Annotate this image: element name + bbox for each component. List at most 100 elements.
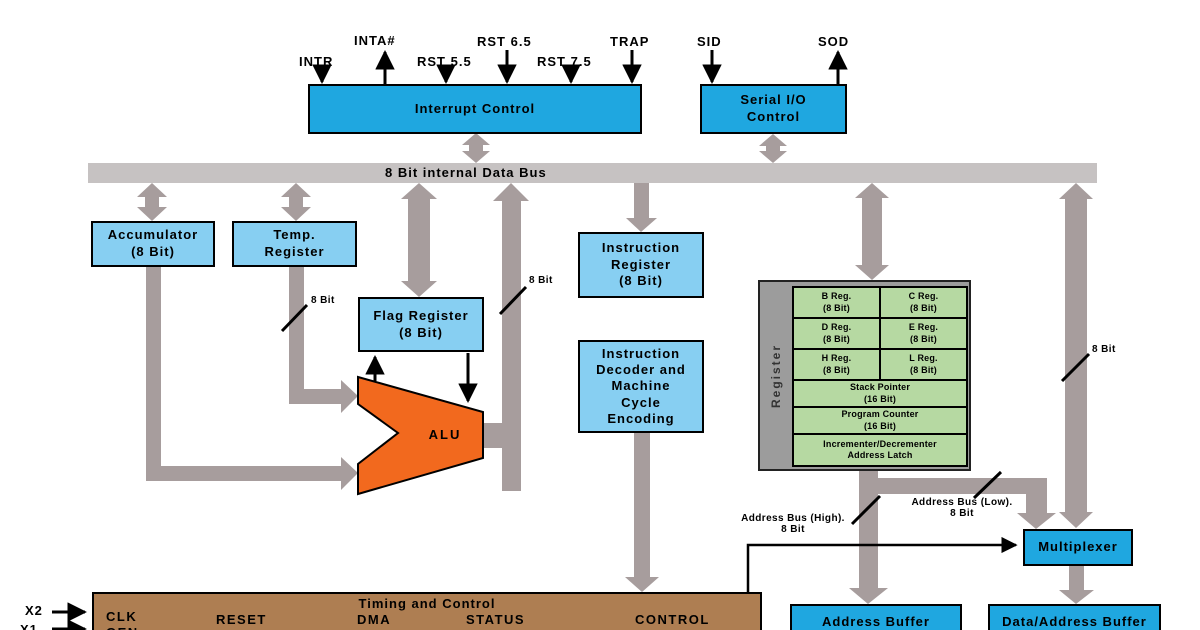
register-grid: B Reg.(8 Bit) C Reg.(8 Bit) D Reg.(8 Bit… <box>792 286 968 467</box>
flag-register-box: Flag Register (8 Bit) <box>358 297 484 352</box>
flag-register-line2: (8 Bit) <box>399 324 443 340</box>
register-cell-program-counter: Program Counter(16 Bit) <box>794 408 966 433</box>
instruction-decoder-box: Instruction Decoder and Machine Cycle En… <box>578 340 704 433</box>
temp-register-line2: Register <box>264 244 325 259</box>
arrow-flag-bus <box>401 183 437 297</box>
timing-control-title: Timing and Control <box>358 596 496 611</box>
arrow-bus-ir-shaft <box>634 183 649 219</box>
register-cell-l: L Reg.(8 Bit) <box>881 350 966 379</box>
timing-mux-line <box>746 536 1018 592</box>
slash-addr-high <box>850 494 882 526</box>
arrow-interrupt-bus <box>462 133 490 163</box>
mux-databuffer-shaft <box>1069 566 1084 591</box>
arrow-temp-bus <box>281 183 311 221</box>
data-address-buffer-box: Data/Address Buffer <box>988 604 1161 630</box>
register-cell-e: E Reg.(8 Bit) <box>881 319 966 348</box>
decoder-timing-shaft <box>634 433 650 578</box>
timing-control-box: Timing and Control CLK GEN RESET DMA STA… <box>92 592 762 630</box>
addr-high-label: Address Bus (High). 8 Bit <box>741 513 845 535</box>
sid-label: SID <box>697 34 722 49</box>
eight-bit-temp-label: 8 Bit <box>311 295 335 306</box>
arrow-register-bus <box>855 183 889 280</box>
temp-alu-head <box>341 380 358 413</box>
arrow-accumulator-bus <box>137 183 167 221</box>
intr-label: INTR <box>299 54 334 69</box>
decoder-line1: Instruction <box>601 345 681 361</box>
dma-label: DMA <box>357 612 392 627</box>
temp-alu-vertical <box>289 267 304 404</box>
acc-alu-head <box>341 457 358 490</box>
multiplexer-label: Multiplexer <box>1038 539 1118 555</box>
addr-low-horizontal <box>870 478 1047 494</box>
register-cell-c: C Reg.(8 Bit) <box>881 288 966 317</box>
flag-register-line1: Flag Register <box>373 307 469 323</box>
arrow-serial-bus <box>759 134 787 163</box>
arrow-bus-multiplexer <box>1059 183 1093 528</box>
serial-io-line2: Control <box>746 109 801 124</box>
alu-output-connector <box>483 423 504 448</box>
temp-register-line1: Temp. <box>273 227 316 243</box>
x1-label: X1 <box>20 622 38 630</box>
decoder-line4: Cycle <box>621 394 661 410</box>
address-buffer-box: Address Buffer <box>790 604 962 630</box>
addr-low-head <box>1017 513 1056 529</box>
alu-shape <box>357 375 484 496</box>
alu-output-shaft <box>502 200 521 491</box>
black-signal-arrows <box>52 50 848 630</box>
register-cell-b: B Reg.(8 Bit) <box>794 288 879 317</box>
register-cell-d: D Reg.(8 Bit) <box>794 319 879 348</box>
gen-label: GEN <box>106 625 139 630</box>
interrupt-control-label: Interrupt Control <box>414 100 536 116</box>
gray-bus-arrows <box>137 133 1094 604</box>
eight-bit-right-label: 8 Bit <box>1092 344 1116 355</box>
temp-register-box: Temp. Register <box>232 221 357 267</box>
acc-alu-vertical <box>146 267 161 481</box>
register-cell-h: H Reg.(8 Bit) <box>794 350 879 379</box>
status-label: STATUS <box>466 612 526 627</box>
decoder-line3: Machine <box>611 378 671 394</box>
acc-alu-horizontal <box>146 466 342 481</box>
ir-line2: Register <box>610 256 672 272</box>
sod-label: SOD <box>818 34 850 49</box>
decoder-line5: Encoding <box>607 410 675 426</box>
register-array-side-label: Register <box>769 343 783 408</box>
serial-io-line1: Serial I/O <box>740 92 807 108</box>
accumulator-line2: (8 Bit) <box>131 244 175 259</box>
data-address-buffer-label: Data/Address Buffer <box>1002 614 1147 629</box>
interrupt-control-box: Interrupt Control <box>308 84 642 134</box>
ir-line3: (8 Bit) <box>619 273 663 289</box>
accumulator-box: Accumulator (8 Bit) <box>91 221 215 267</box>
temp-alu-horizontal <box>289 389 343 404</box>
eight-bit-alu-label: 8 Bit <box>529 275 553 286</box>
alu-output-head <box>493 183 529 201</box>
register-addrbuffer-head <box>849 588 888 604</box>
addr-low-vertical <box>1026 490 1047 514</box>
register-cell-stack-pointer: Stack Pointer(16 Bit) <box>794 381 966 406</box>
decoder-line2: Decoder and <box>596 362 686 378</box>
control-label: CONTROL <box>635 612 710 627</box>
x2-label: X2 <box>25 603 43 618</box>
instruction-register-box: Instruction Register (8 Bit) <box>578 232 704 298</box>
rst75-label: RST 7.5 <box>537 54 592 69</box>
trap-label: TRAP <box>610 34 650 49</box>
rst65-label: RST 6.5 <box>477 34 532 49</box>
accumulator-line1: Accumulator <box>107 227 199 243</box>
register-addrbuffer-shaft <box>859 470 878 589</box>
arrow-bus-ir-head <box>626 218 657 232</box>
slash-temp <box>280 303 309 333</box>
data-bus-label: 8 Bit internal Data Bus <box>385 165 547 180</box>
slash-addr-low <box>972 470 1003 500</box>
inta-label: INTA# <box>354 33 396 48</box>
multiplexer-box: Multiplexer <box>1023 529 1133 566</box>
decoder-timing-head <box>625 577 659 592</box>
address-buffer-label: Address Buffer <box>822 614 930 629</box>
alu-label: ALU <box>428 427 462 442</box>
mux-databuffer-head <box>1059 590 1094 604</box>
internal-data-bus-bar <box>88 163 1097 183</box>
ir-line1: Instruction <box>601 239 681 255</box>
rst55-label: RST 5.5 <box>417 54 472 69</box>
slash-right-bus <box>1060 352 1091 383</box>
